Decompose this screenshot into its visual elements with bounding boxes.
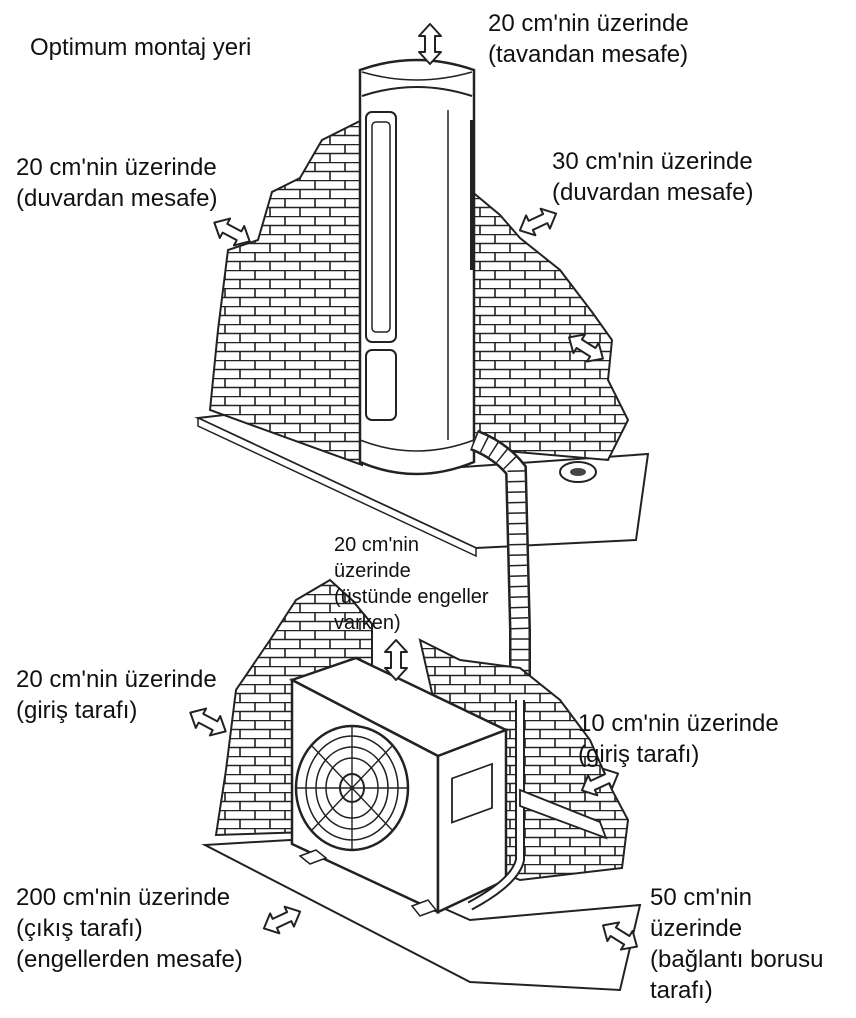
label-outlet-distance: 200 cm'nin üzerinde (çıkış tarafı) (enge…: [16, 884, 243, 973]
indoor-tower-unit: [358, 58, 476, 476]
outdoor-scene: [201, 578, 642, 992]
double-arrow-icon: [418, 23, 442, 65]
label-wall-right-distance: 30 cm'nin üzerinde (duvardan mesafe): [552, 148, 754, 206]
indoor-wall-left: [208, 118, 363, 467]
connecting-pipe: [469, 429, 531, 850]
label-inlet-right-distance: 10 cm'nin üzerinde (giriş tarafı): [578, 710, 779, 768]
indoor-scene: [194, 58, 650, 558]
double-arrow-icon: [514, 202, 562, 242]
diagram-title: Optimum montaj yeri: [30, 34, 252, 61]
fan-icon: [294, 724, 410, 852]
indoor-wall-right: [469, 187, 630, 462]
label-outdoor-top-distance: 20 cm'nin üzerinde (üstünde engeller var…: [334, 534, 489, 634]
double-arrow-icon: [258, 900, 306, 940]
label-wall-left-distance: 20 cm'nin üzerinde (duvardan mesafe): [16, 154, 218, 212]
label-pipe-side-distance: 50 cm'nin üzerinde (bağlantı borusu tara…: [650, 884, 824, 1004]
outdoor-unit: [288, 656, 510, 917]
label-inlet-left-distance: 20 cm'nin üzerinde (giriş tarafı): [16, 666, 217, 724]
label-ceiling-distance: 20 cm'nin üzerinde (tavandan mesafe): [488, 10, 689, 68]
